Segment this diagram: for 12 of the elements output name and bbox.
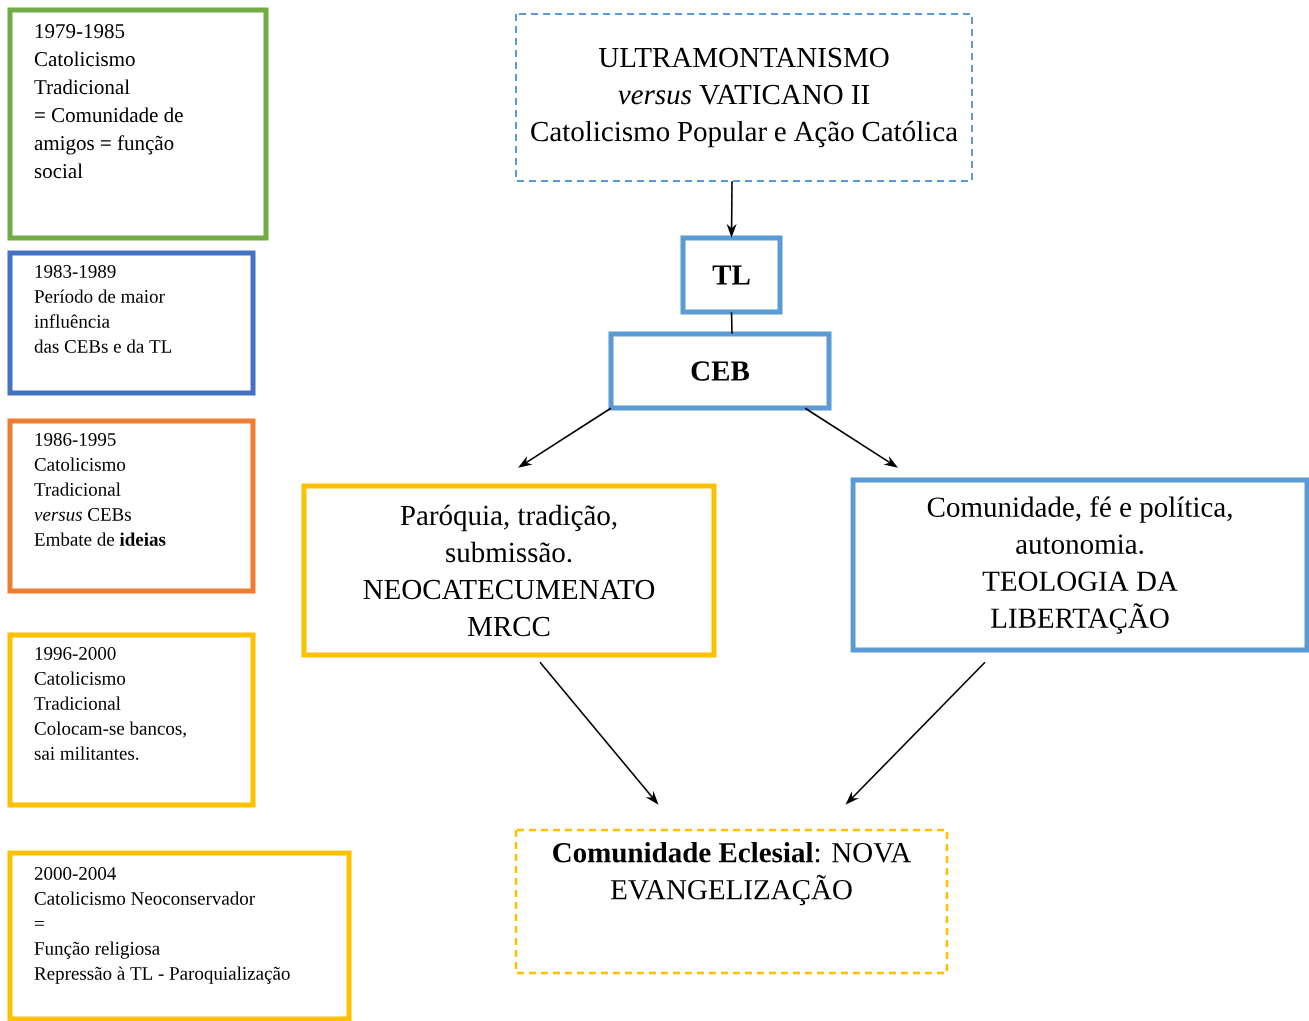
timeline-box: 1996-2000 Catolicismo Tradicional Colocam-se bancos, sai militantes. <box>7 632 256 808</box>
process-box: Paróquia, tradição, submissão. NEOCATECUMENATO MRCC <box>301 483 717 658</box>
timeline-box: 1983-1989 Período de maior influência das CEBs e da TL <box>7 250 256 396</box>
timeline-box: 1986-1995 Catolicismo Tradicional versus CEBs Embate de ideias <box>7 418 256 594</box>
dashed-box: Comunidade Eclesial: NOVA EVANGELIZAÇÃO <box>514 828 949 975</box>
connector-line <box>730 311 733 335</box>
process-box: TL <box>680 235 783 315</box>
dashed-box: ULTRAMONTANISMO versus VATICANO II Catolicismo Popular e Ação Católica <box>515 13 973 182</box>
timeline-box: 1979-1985 Catolicismo Tradicional = Comunidade de amigos = função social <box>7 7 269 241</box>
process-box: Comunidade, fé e política, autonomia. TEOLOGIA DA LIBERTAÇÃO <box>850 477 1309 653</box>
timeline-box: 2000-2004 Catolicismo Neoconservador = Função religiosa Repressão à TL - Paroquialização <box>7 850 352 1021</box>
process-box: CEB <box>608 331 832 411</box>
